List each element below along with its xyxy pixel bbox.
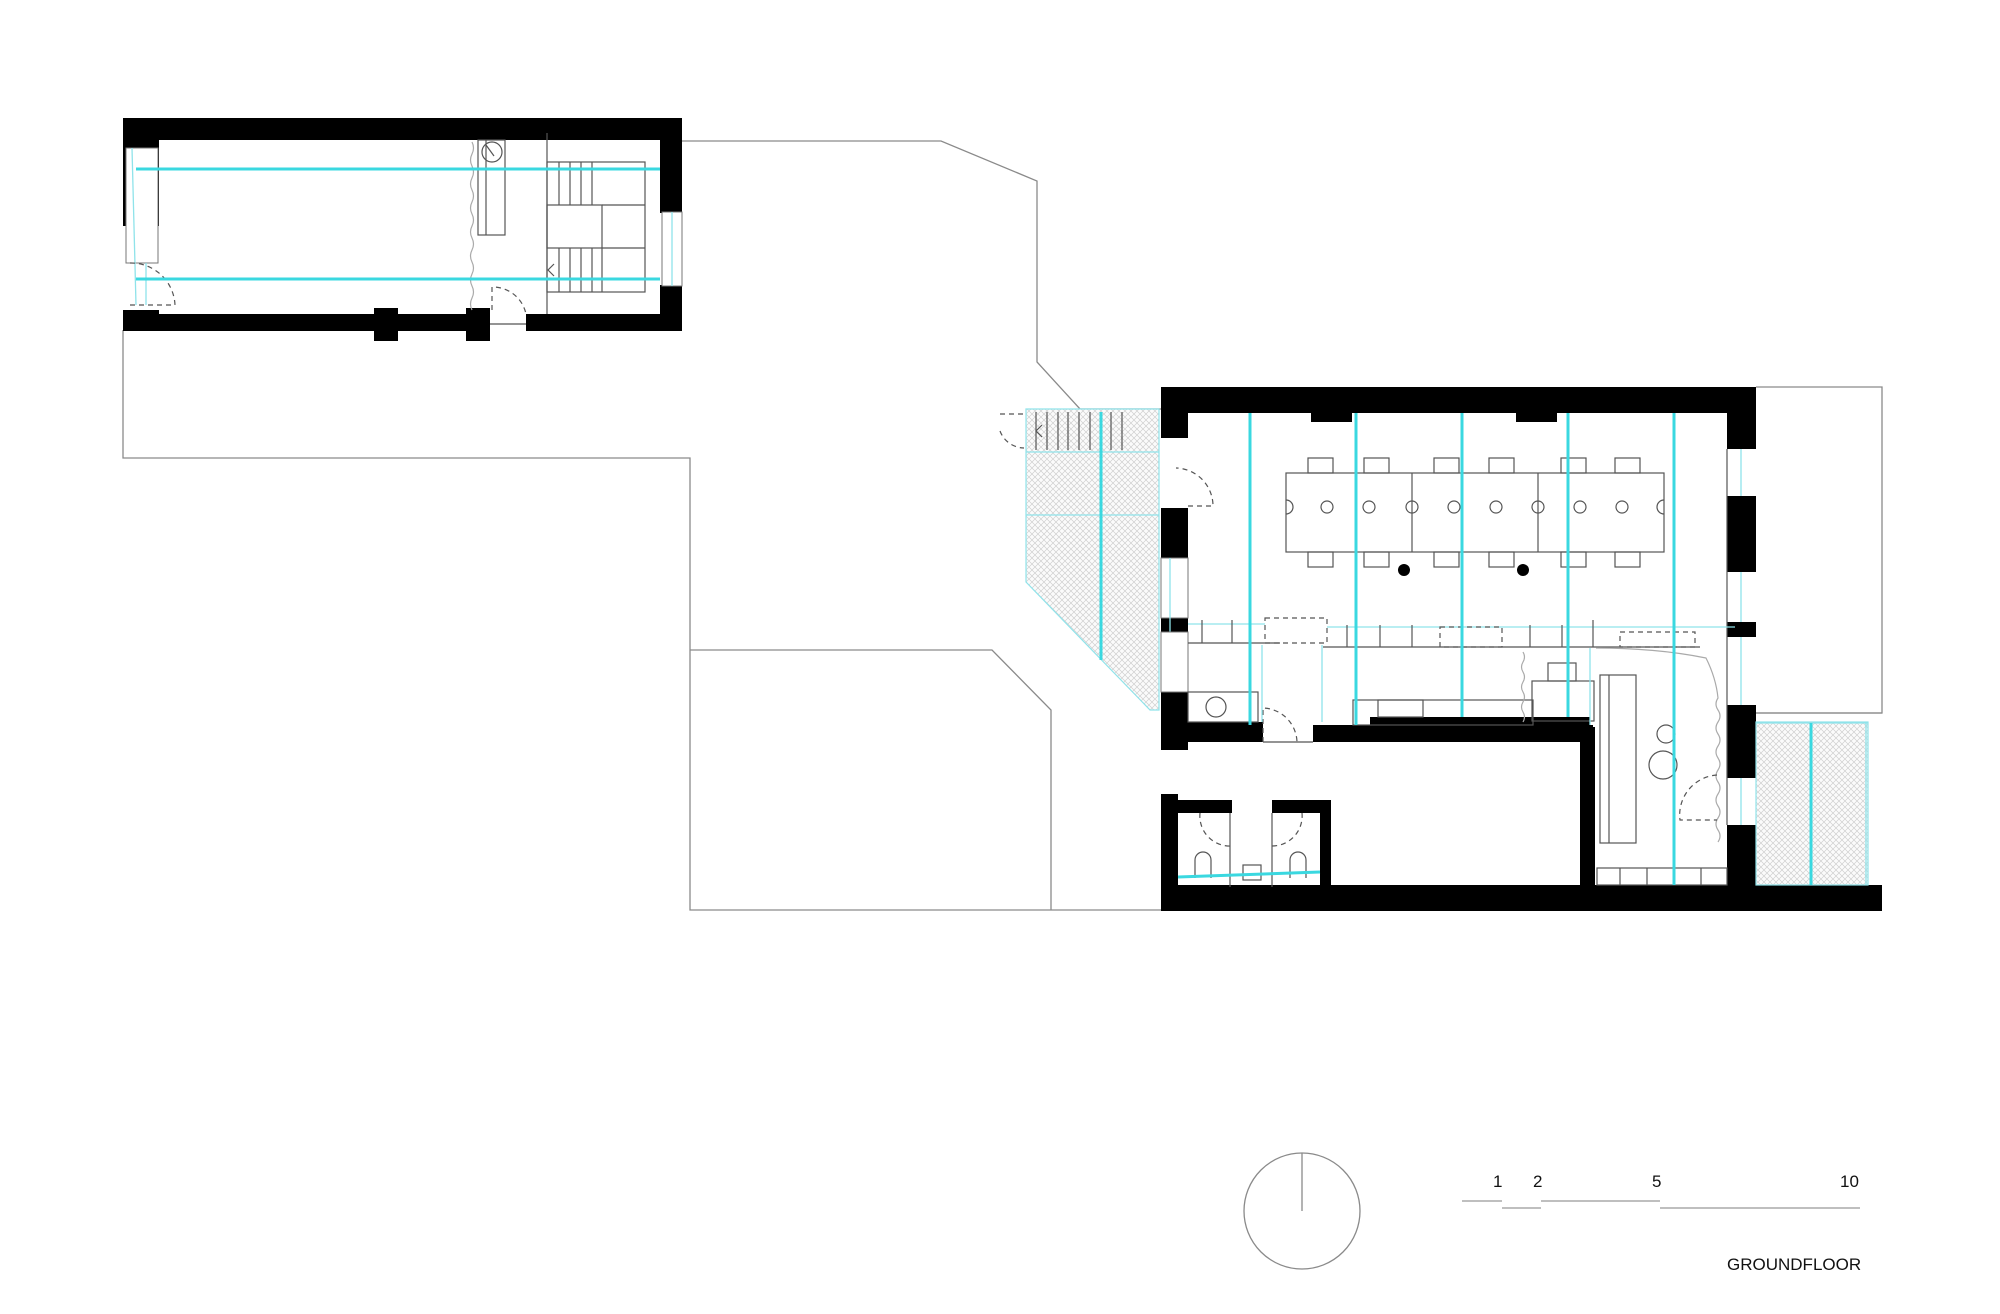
left-building <box>123 118 683 341</box>
dining-table <box>1285 457 1665 568</box>
scale-tick-5: 5 <box>1652 1172 1662 1191</box>
north-arrow-icon <box>1243 1152 1361 1270</box>
scale-tick-10: 10 <box>1840 1172 1859 1191</box>
drawing-title: GROUNDFLOOR <box>1727 1255 1862 1274</box>
column <box>1398 564 1410 576</box>
scale-tick-2: 2 <box>1533 1172 1543 1191</box>
entrance-terrace <box>999 408 1160 711</box>
scale-bar <box>1462 1200 1860 1209</box>
rear-terrace <box>1755 721 1869 886</box>
beam-lines <box>1248 413 1676 885</box>
column <box>1517 564 1529 576</box>
toilet-block <box>1161 794 1591 911</box>
scale-tick-1: 1 <box>1493 1172 1503 1191</box>
